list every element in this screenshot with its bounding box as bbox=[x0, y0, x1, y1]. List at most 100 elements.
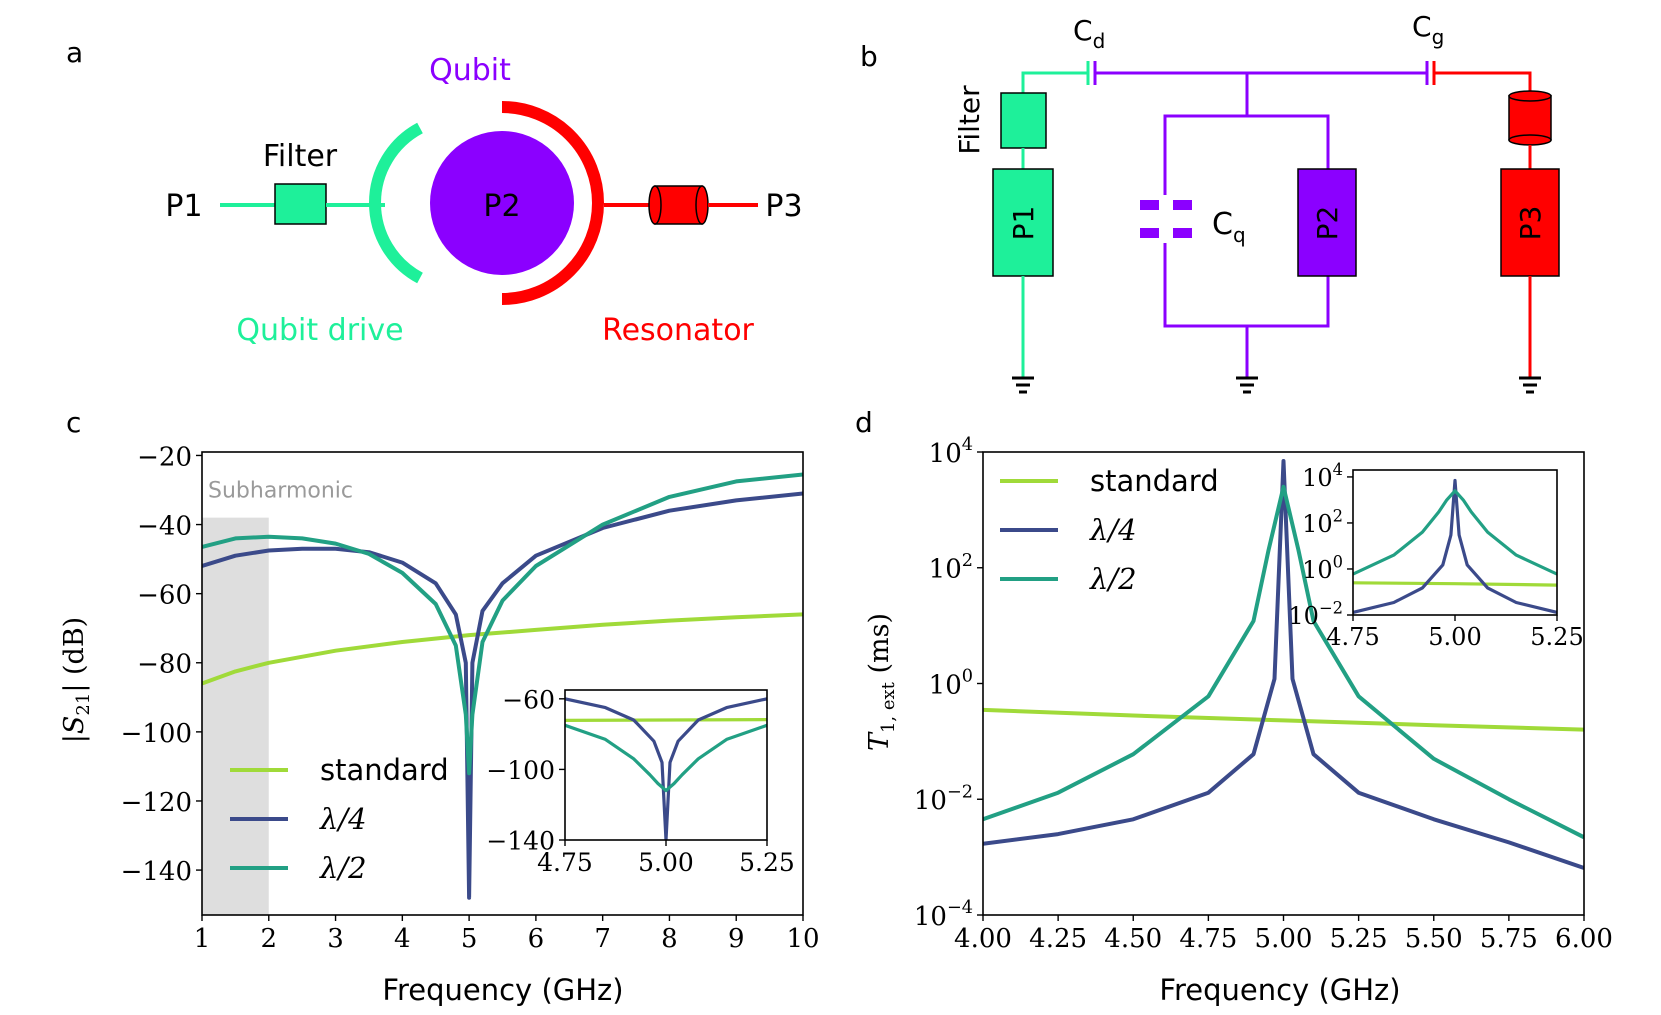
xtick-label-c-inset-2: 5.25 bbox=[739, 848, 795, 877]
series-line-d-2 bbox=[983, 484, 1584, 840]
ylabel-d-sub: 1, ext bbox=[878, 681, 899, 733]
ytick-exp: 2 bbox=[962, 551, 973, 571]
xtick-label-c-9: 10 bbox=[786, 924, 819, 954]
series-line-d-inset-1 bbox=[1353, 478, 1557, 614]
cd-label: Cd bbox=[1073, 14, 1105, 53]
ylabel-d-t: T bbox=[864, 731, 895, 751]
ytick-exp: 0 bbox=[1333, 552, 1343, 571]
port-p3-label: P3 bbox=[765, 189, 802, 224]
xtick-label-d-4: 5.00 bbox=[1255, 924, 1313, 954]
ytick-exp: 4 bbox=[1333, 460, 1343, 479]
series-line-d-inset-0 bbox=[1353, 581, 1557, 587]
resonator-label: Resonator bbox=[602, 313, 754, 348]
qubit-drive-label: Qubit drive bbox=[236, 313, 403, 348]
shaded-region-label: Subharmonic bbox=[208, 479, 353, 504]
ytick-exp: 0 bbox=[962, 667, 973, 687]
panel-letter-b: b bbox=[860, 40, 878, 73]
xtick-label-c-5: 6 bbox=[528, 924, 545, 954]
cg-label-sub: g bbox=[1432, 25, 1445, 49]
series-line-c-0 bbox=[202, 612, 803, 686]
xtick-label-c-0: 1 bbox=[194, 924, 211, 954]
port-p2-label: P2 bbox=[483, 189, 520, 224]
ytick-base: 10 bbox=[1302, 556, 1333, 584]
xtick-label-d-inset-0: 4.75 bbox=[1326, 623, 1379, 651]
port-box-p1 bbox=[992, 168, 1054, 277]
ytick-base: 10 bbox=[1288, 602, 1319, 630]
ylabel-c-rest: | (dB) bbox=[59, 617, 90, 693]
ytick-label-d-1: 102 bbox=[929, 551, 973, 585]
resonator-cylinder-b-body bbox=[1508, 95, 1552, 141]
legend-label-d-2: λ/2 bbox=[1089, 562, 1137, 596]
drive-arc bbox=[369, 122, 423, 284]
ytick-label-c-2: −60 bbox=[137, 581, 192, 611]
ylabel-c-s: S bbox=[59, 716, 90, 735]
series-line-c-1 bbox=[202, 491, 803, 900]
ytick-base: 10 bbox=[929, 439, 962, 469]
ytick-label-c-6: −140 bbox=[121, 857, 192, 887]
panel-letter-c: c bbox=[66, 406, 81, 439]
series-line-c-inset-0 bbox=[565, 717, 767, 723]
panel-letter-a: a bbox=[66, 36, 83, 69]
ground-symbol-p3 bbox=[1519, 376, 1541, 394]
ytick-label-c-4: −100 bbox=[121, 719, 192, 749]
cq-label-main: C bbox=[1212, 207, 1233, 242]
series-line-d-inset-2 bbox=[1353, 489, 1557, 576]
ytick-exp: 2 bbox=[1333, 506, 1343, 525]
drive-wire-top bbox=[1021, 71, 1088, 93]
ytick-label-c-1: −40 bbox=[137, 511, 192, 541]
xlabel-d: Frequency (GHz) bbox=[1159, 973, 1400, 1007]
panel-letter-d: d bbox=[855, 406, 873, 439]
ytick-exp: 4 bbox=[962, 435, 973, 455]
resonator-cylinder-b-top bbox=[1508, 90, 1552, 102]
ytick-exp: −2 bbox=[1319, 598, 1343, 617]
legend-label-c-2: λ/2 bbox=[319, 851, 367, 885]
port-box-p2 bbox=[1297, 168, 1357, 277]
ytick-exp: −2 bbox=[947, 782, 973, 802]
cd-label-main: C bbox=[1073, 14, 1093, 47]
ylabel-c-sub: 21 bbox=[73, 693, 94, 716]
ytick-base: 10 bbox=[1302, 510, 1333, 538]
ytick-label-d-4: 10−4 bbox=[914, 898, 973, 932]
cg-label-main: C bbox=[1412, 10, 1432, 43]
series-line-c-inset-2 bbox=[565, 723, 767, 793]
ytick-base: 10 bbox=[914, 902, 947, 932]
legend-label-c-0: standard bbox=[320, 753, 449, 787]
xtick-label-c-1: 2 bbox=[261, 924, 278, 954]
ytick-label-d-inset-1: 102 bbox=[1302, 506, 1343, 538]
series-line-c-2 bbox=[202, 472, 803, 776]
ylabel-d-rest: (ms) bbox=[864, 613, 895, 682]
xtick-label-d-2: 4.50 bbox=[1104, 924, 1162, 954]
legend-label-d-0: standard bbox=[1090, 464, 1219, 498]
resonator-cylinder-right-cap bbox=[695, 185, 709, 225]
xtick-label-c-8: 9 bbox=[728, 924, 745, 954]
legend-label-c-1: λ/4 bbox=[319, 802, 367, 836]
cd-label-sub: d bbox=[1093, 29, 1106, 53]
ytick-base: 10 bbox=[929, 670, 962, 700]
ytick-label-d-inset-0: 104 bbox=[1302, 460, 1343, 492]
panel-a: a Qubit Filter P1 P2 P3 Qubit drive Reso… bbox=[66, 36, 803, 348]
port-p2-label-b: P2 bbox=[1311, 206, 1344, 241]
ytick-label-d-3: 10−2 bbox=[914, 782, 973, 816]
filter-box-b bbox=[1000, 92, 1047, 149]
ytick-base: 10 bbox=[929, 555, 962, 585]
xtick-label-d-8: 6.00 bbox=[1555, 924, 1613, 954]
xtick-label-c-inset-0: 4.75 bbox=[537, 848, 593, 877]
ytick-exp: −4 bbox=[947, 898, 973, 918]
xtick-label-c-7: 8 bbox=[661, 924, 678, 954]
ytick-label-c-inset-1: −100 bbox=[486, 756, 555, 785]
ytick-label-c-inset-0: −60 bbox=[502, 685, 555, 714]
resonator-wire-top bbox=[1434, 71, 1532, 92]
filter-label-a: Filter bbox=[263, 139, 338, 174]
xtick-label-c-3: 4 bbox=[394, 924, 411, 954]
xlabel-c: Frequency (GHz) bbox=[382, 973, 623, 1007]
legend-label-d-1: λ/4 bbox=[1089, 513, 1137, 547]
filter-label-b: Filter bbox=[953, 85, 986, 155]
filter-box-a bbox=[274, 183, 327, 225]
xtick-label-c-2: 3 bbox=[327, 924, 344, 954]
port-p3-label-b: P3 bbox=[1514, 206, 1547, 241]
